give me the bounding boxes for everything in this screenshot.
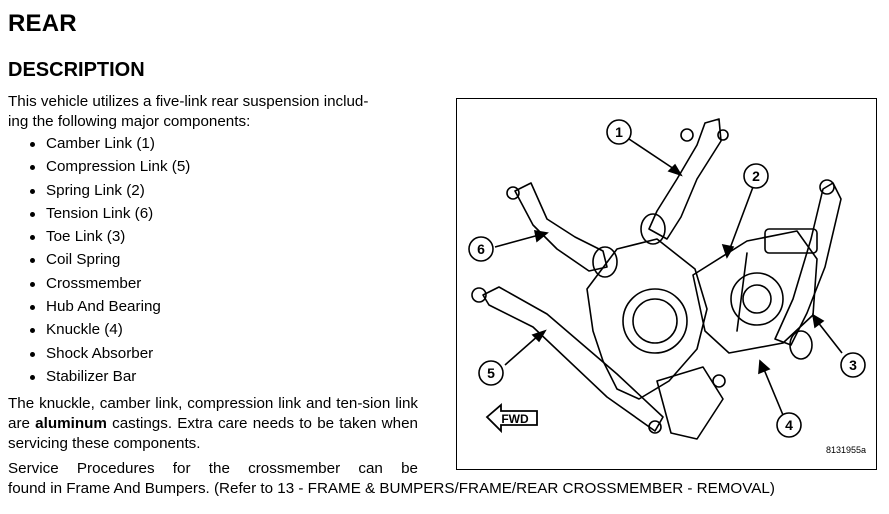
castings-paragraph: The knuckle, camber link, compression li… (8, 394, 418, 454)
component-list: Camber Link (1) Compression Link (5) Spr… (28, 132, 190, 388)
stabilizer-bar-drawing (736, 252, 748, 332)
bushing-icon (506, 186, 520, 200)
list-item: Crossmember (28, 272, 190, 295)
castings-bold-word: aluminum (35, 415, 107, 432)
list-item: Knuckle (4) (28, 318, 190, 341)
spring-link-drawing (692, 230, 818, 354)
subsection-title: DESCRIPTION (8, 59, 145, 81)
bushing-icon (640, 213, 666, 245)
callout-5-label: 5 (487, 365, 495, 381)
bolt-icon (648, 420, 662, 434)
callout-4-label: 4 (785, 417, 793, 433)
bolt-icon (712, 374, 726, 388)
callout-3-label: 3 (849, 357, 857, 373)
callout-2-label: 2 (752, 168, 760, 184)
knuckle-drawing (586, 238, 708, 400)
toe-link-drawing (774, 182, 842, 346)
hub-bearing-drawing (632, 298, 678, 344)
figure-code: 8131955a (825, 445, 866, 455)
bushing-icon (789, 330, 813, 360)
intro-line-2: ing the following major components: (8, 113, 251, 130)
intro-line-1: This vehicle utilizes a five-link rear s… (8, 93, 369, 110)
callout-3-marker (840, 352, 866, 378)
castings-text-before: The knuckle, camber link, compression li… (8, 395, 418, 432)
service-line-1: Service Procedures for the crossmember c… (8, 460, 418, 477)
list-item: Stabilizer Bar (28, 365, 190, 388)
callout-1-marker (606, 119, 632, 145)
callout-4-marker (776, 412, 802, 438)
callout-6-label: 6 (477, 241, 485, 257)
camber-link-drawing (648, 118, 722, 240)
list-item: Tension Link (6) (28, 202, 190, 225)
bushing-icon (471, 287, 487, 303)
castings-text-after: castings. Extra care needs to be taken w… (8, 415, 418, 452)
intro-paragraph: This vehicle utilizes a five-link rear s… (8, 92, 418, 132)
spring-seat-drawing (730, 272, 784, 326)
list-item: Coil Spring (28, 248, 190, 271)
fwd-label: FWD (501, 412, 529, 426)
list-item: Shock Absorber (28, 342, 190, 365)
bushing-icon (592, 246, 618, 278)
callout-2-marker (743, 163, 769, 189)
bolt-icon (717, 129, 729, 141)
list-item: Compression Link (5) (28, 155, 190, 178)
list-item: Spring Link (2) (28, 179, 190, 202)
section-title: REAR (8, 10, 77, 37)
bolt-icon (680, 128, 694, 142)
suspension-illustration: 1 2 3 4 5 6 FWD (468, 118, 866, 440)
spring-seat-inner-drawing (742, 284, 772, 314)
suspension-figure: 1 2 3 4 5 6 FWD 8131955a (456, 98, 877, 470)
callout-6-marker (468, 236, 494, 262)
bushing-icon (819, 179, 835, 195)
hub-bore-drawing (622, 288, 688, 354)
callout-5-marker (478, 360, 504, 386)
stabilizer-link-drawing (764, 228, 818, 254)
knuckle-lower-drawing (656, 366, 724, 440)
fwd-arrow-icon (485, 403, 538, 434)
callout-1-label: 1 (615, 124, 623, 140)
list-item: Hub And Bearing (28, 295, 190, 318)
service-line-2: found in Frame And Bumpers. (Refer to 13… (8, 480, 775, 497)
list-item: Camber Link (1) (28, 132, 190, 155)
compression-link-drawing (482, 286, 664, 432)
list-item: Toe Link (3) (28, 225, 190, 248)
tension-link-drawing (514, 182, 608, 272)
